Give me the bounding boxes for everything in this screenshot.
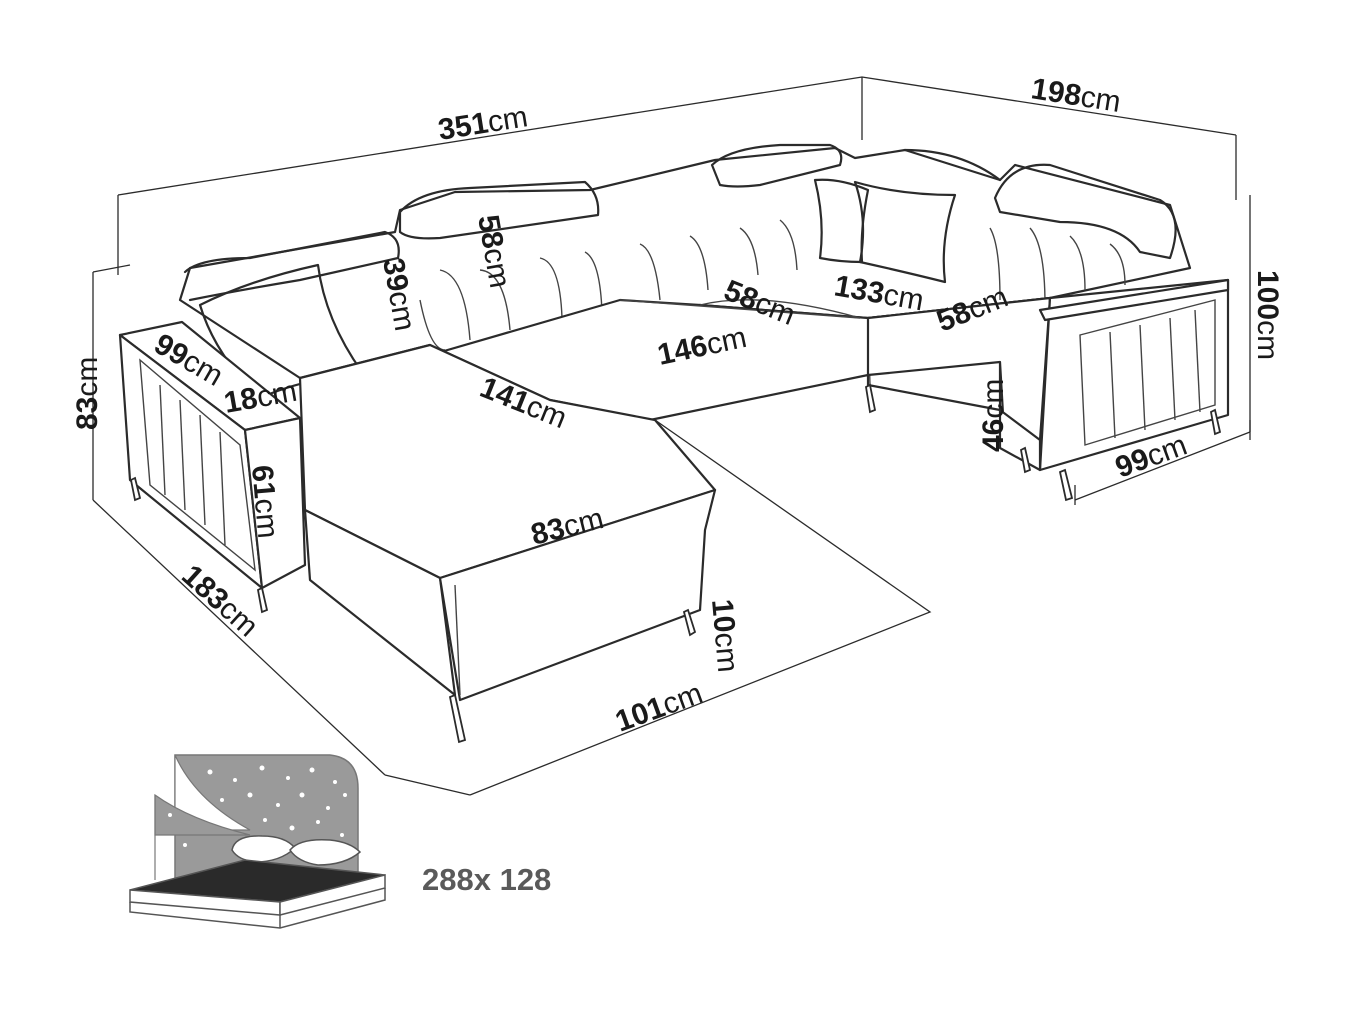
stars <box>168 765 347 847</box>
dim-right-depth: 198cm <box>1029 72 1123 119</box>
dim-total-width: 351cm <box>436 100 530 147</box>
dim-armrest-height: 61cm <box>245 464 284 540</box>
dim-backrest: 39cm <box>376 255 421 333</box>
dim-armrest-width: 18cm <box>221 375 299 420</box>
dim-right-height: 100cm <box>1251 270 1284 360</box>
dim-back-headrest: 58cm <box>471 212 516 290</box>
bed-size-label: 288x 128 <box>422 862 552 897</box>
bed-icon <box>129 754 386 929</box>
dim-chaise-front-width: 101cm <box>611 677 707 739</box>
dim-left-height: 83cm <box>71 357 104 430</box>
dim-leg-height: 10cm <box>705 598 744 674</box>
dim-seat-height: 46cm <box>977 379 1010 452</box>
sofa-body <box>118 143 1230 744</box>
dimension-lines <box>92 76 1251 796</box>
dim-corner-seat-length: 133cm <box>832 269 926 317</box>
